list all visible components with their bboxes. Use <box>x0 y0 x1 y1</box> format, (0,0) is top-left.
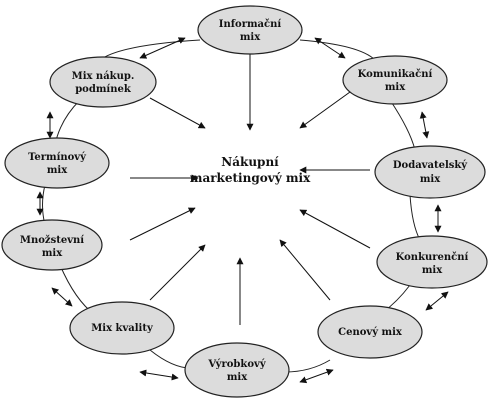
ring-arc <box>389 99 416 151</box>
node-label-line1: Dodavatelský <box>393 160 468 171</box>
center-label: Nákupní marketingový mix <box>190 155 311 185</box>
node-label-line1: Informační <box>219 19 282 30</box>
node-komunikacni: Komunikační mix <box>342 55 448 105</box>
node-label-line2: mix <box>422 265 443 276</box>
node-label-line1: Cenový mix <box>338 327 403 338</box>
node-label-line2: mix <box>47 165 68 176</box>
node-mnozstevni: Množstevní mix <box>1 219 103 271</box>
node-label-line2: mix <box>227 372 248 383</box>
node-label-line1: Mix nákup. <box>72 71 135 82</box>
arrow-from-konkurencni <box>299 209 371 249</box>
arrow-from-nakup <box>149 97 206 129</box>
center-line1: Nákupní <box>221 155 279 169</box>
center-arrows <box>129 52 371 325</box>
node-label-line1: Mix kvality <box>91 323 154 334</box>
double-arrow <box>299 368 334 384</box>
ring-arc <box>299 39 376 61</box>
double-arrow <box>314 37 346 59</box>
double-arrows <box>36 37 449 384</box>
node-vyrobkovy: Výrobkový mix <box>184 342 290 398</box>
center-line2: marketingový mix <box>190 171 311 185</box>
double-arrow <box>139 37 186 59</box>
node-label-line2: mix <box>420 174 441 185</box>
ring-arc <box>409 194 421 241</box>
node-informacni: Informační mix <box>197 5 303 55</box>
node-label-line2: mix <box>42 248 63 259</box>
node-cenovy: Cenový mix <box>317 305 423 359</box>
ring-arc <box>284 359 331 373</box>
arrow-from-kvality <box>149 244 206 301</box>
ring-arc <box>42 184 46 226</box>
node-label-line1: Komunikační <box>358 69 433 80</box>
node-label-line2: mix <box>240 32 261 43</box>
node-label-line1: Množstevní <box>20 235 84 246</box>
node-label-line1: Výrobkový <box>207 359 267 370</box>
node-label-line1: Konkurenční <box>396 252 469 263</box>
arrow-from-komunikacni <box>299 91 351 129</box>
node-konkurencni: Konkurenční mix <box>376 235 488 289</box>
node-kvality: Mix kvality <box>69 301 175 355</box>
double-arrow <box>139 369 179 381</box>
double-arrow <box>51 287 73 307</box>
node-dodavatelsky: Dodavatelský mix <box>374 145 486 199</box>
node-label-line2: mix <box>385 82 406 93</box>
arrow-from-cenovy <box>279 239 331 301</box>
node-label-line2: podmínek <box>75 84 132 95</box>
arrow-from-mnozstevni <box>129 207 196 241</box>
node-terminovy: Termínový mix <box>4 137 110 189</box>
node-label-line1: Termínový <box>28 152 87 163</box>
double-arrow <box>419 111 430 139</box>
node-nakup: Mix nákup. podmínek <box>49 56 157 108</box>
double-arrow <box>425 291 449 311</box>
